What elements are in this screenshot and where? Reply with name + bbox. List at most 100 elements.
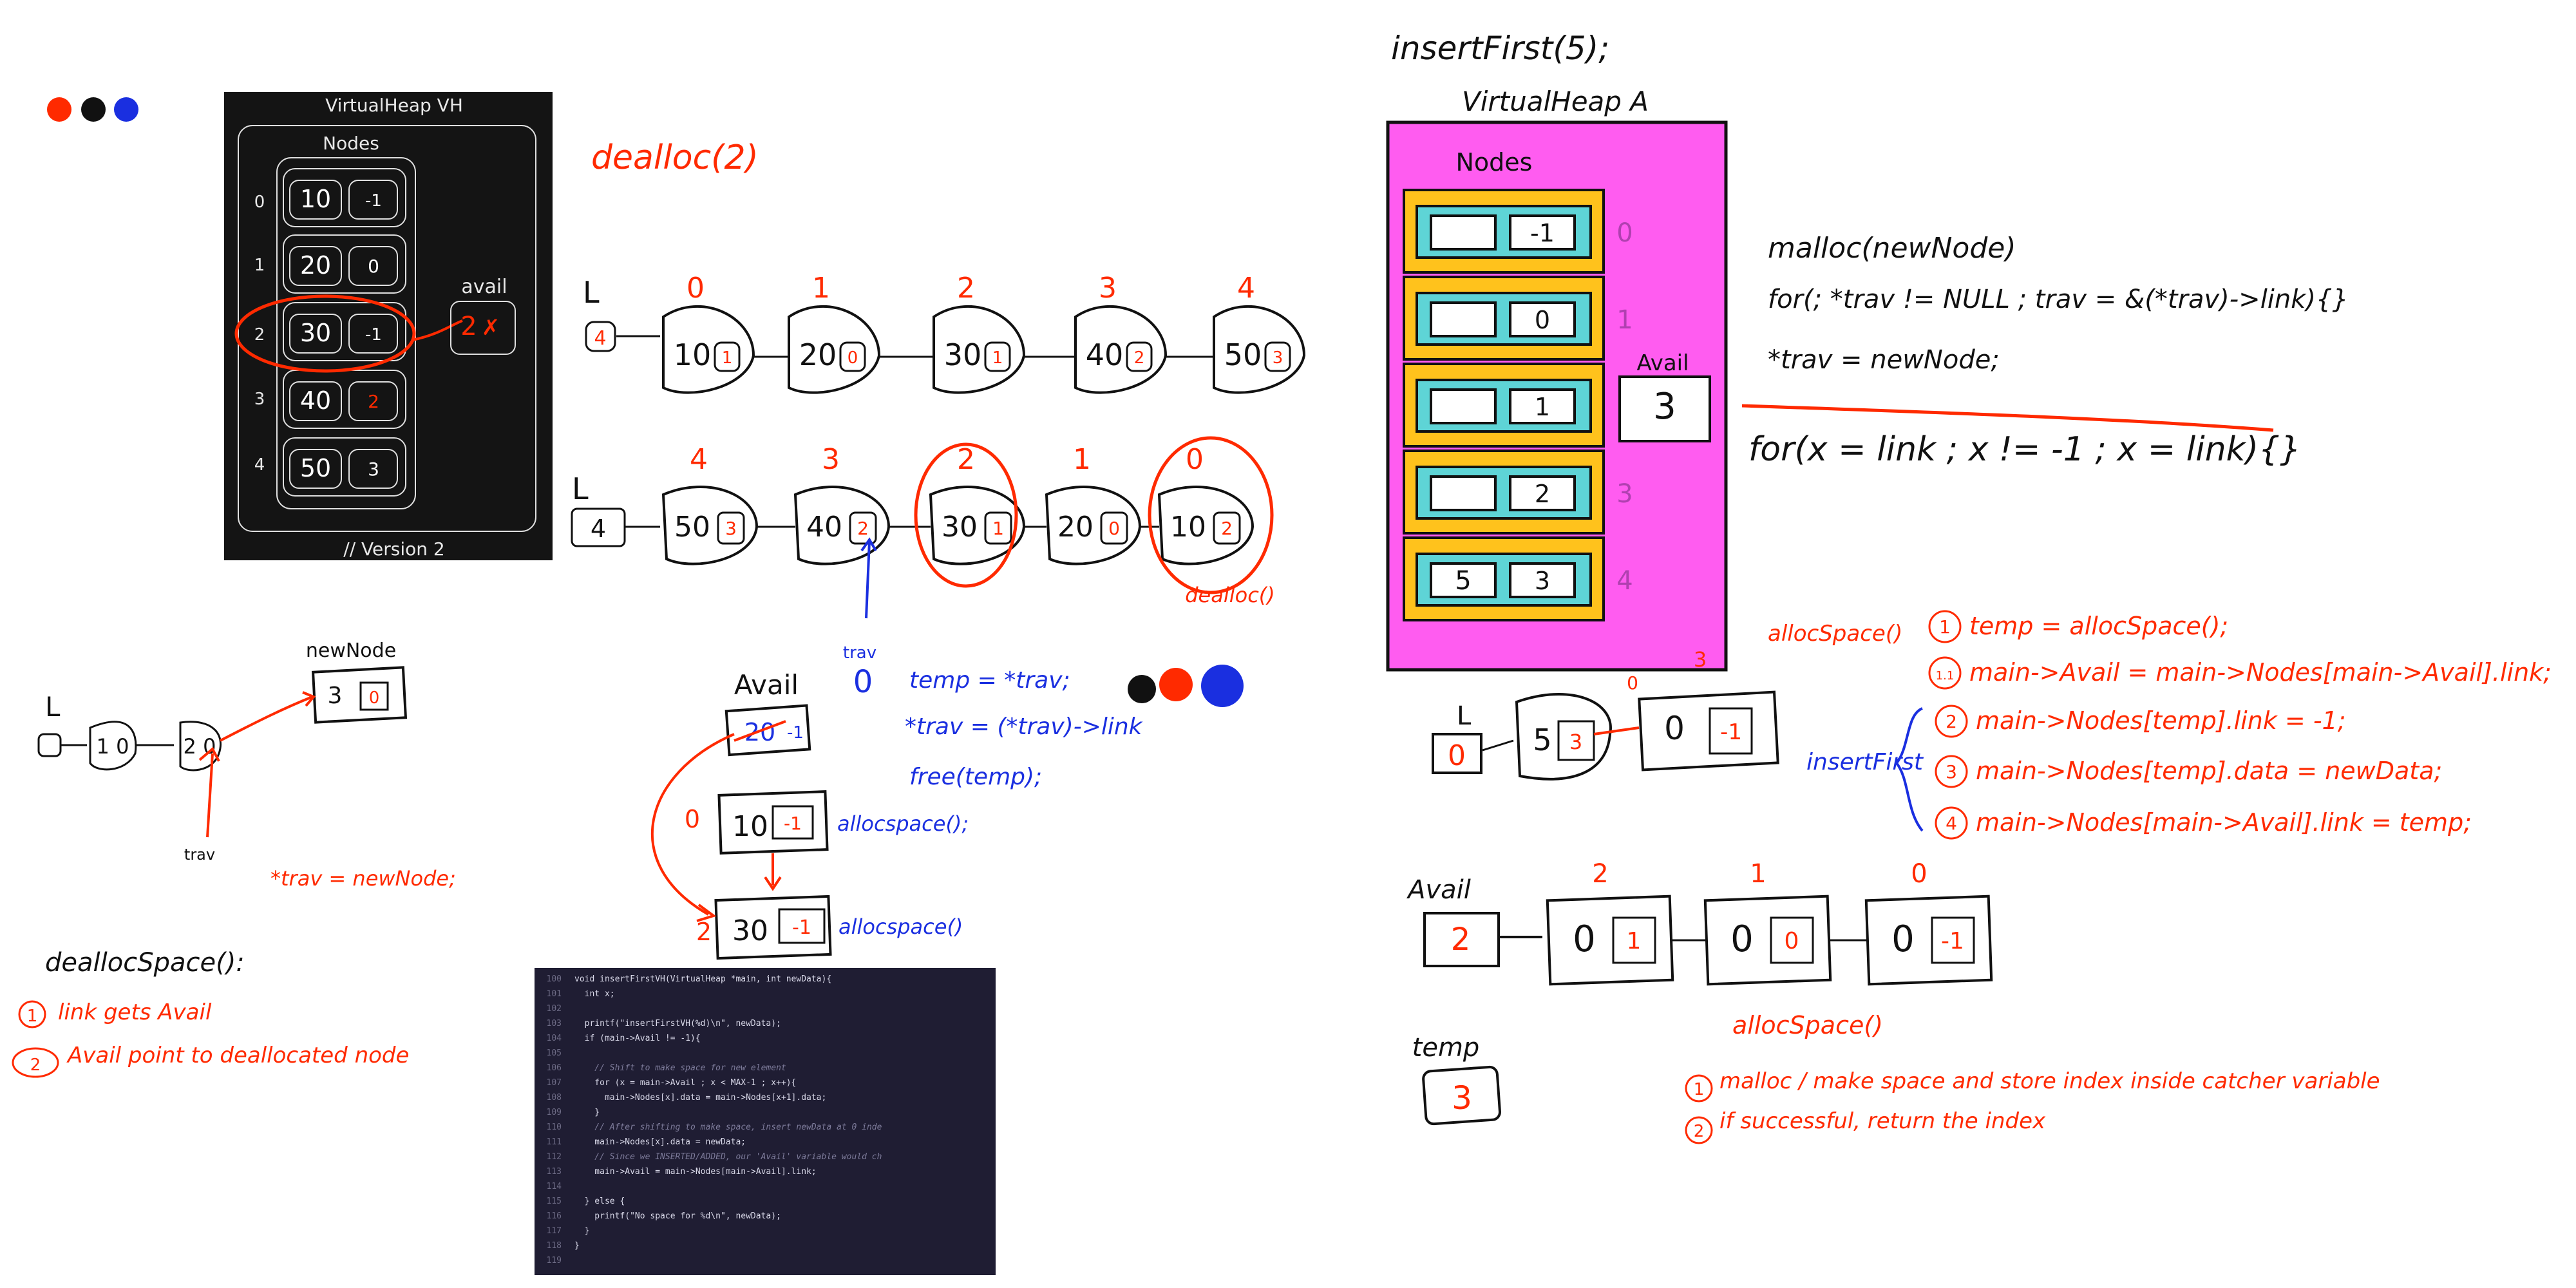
black-color-dot[interactable] xyxy=(81,97,106,122)
code-line-text: } xyxy=(574,1226,590,1236)
allocspace-step-num: 3 xyxy=(1946,761,1957,782)
vh-row: 0 10 -1 xyxy=(254,168,406,227)
code-line-number: 117 xyxy=(546,1226,562,1236)
color-palette[interactable] xyxy=(47,97,138,122)
insert-list-node1-link: 3 xyxy=(1569,730,1582,754)
code-line-number: 118 xyxy=(546,1241,562,1251)
code-line-text: printf("No space for %d\n", newData); xyxy=(574,1211,781,1221)
heap-a-row-index: 3 xyxy=(1616,479,1633,509)
deallocspace-step2: Avail point to deallocated node xyxy=(66,1043,409,1068)
vh-nodes-label: Nodes xyxy=(323,133,379,154)
list-node-data: 10 xyxy=(674,337,712,372)
vh-avail-value: 2 xyxy=(460,312,477,341)
vh-version: // Version 2 xyxy=(343,538,444,560)
vh-row-link: 2 xyxy=(368,391,379,412)
code-line: 101 int x; xyxy=(535,987,996,1001)
avail-node1-data: 10 xyxy=(732,810,768,843)
heap-a-row-index: 0 xyxy=(1616,218,1633,248)
newnode-node1: 1 0 xyxy=(97,734,129,759)
code-line: 102 xyxy=(535,1001,996,1016)
code-line: 118} xyxy=(535,1238,996,1253)
code-note-line2: *trav = (*trav)->link xyxy=(905,714,1144,740)
allocspace-step-num: 4 xyxy=(1946,813,1957,834)
list-node-link: 0 xyxy=(848,348,858,368)
newnode-node2: 2 0 xyxy=(184,734,216,759)
heap-a-row-link: 0 xyxy=(1535,306,1550,334)
code-line-number: 119 xyxy=(546,1256,562,1265)
red-color-dot[interactable] xyxy=(47,97,71,122)
code-line-text: // Since we INSERTED/ADDED, our 'Avail' … xyxy=(574,1152,882,1162)
malloc-line2: for(; *trav != NULL ; trav = &(*trav)->l… xyxy=(1768,285,2349,314)
code-line-number: 109 xyxy=(546,1108,562,1117)
allocspace-step-text: main->Avail = main->Nodes[main->Avail].l… xyxy=(1969,658,2552,687)
code-line: 111 main->Nodes[x].data = newData; xyxy=(535,1135,996,1150)
vh-row-index: 2 xyxy=(254,325,265,345)
newnode-label: newNode xyxy=(306,639,396,662)
code-line-text: main->Avail = main->Nodes[main->Avail].l… xyxy=(574,1167,817,1177)
code-line: 107 for (x = main->Avail ; x < MAX-1 ; x… xyxy=(535,1075,996,1090)
list-node-link: 1 xyxy=(722,348,733,368)
deallocspace-step1: link gets Avail xyxy=(58,999,212,1025)
vh-row: 2 30 -1 xyxy=(254,302,406,361)
insert-list-node2-data: 0 xyxy=(1664,710,1685,747)
list2-node-data: 10 xyxy=(1170,511,1206,544)
heap-a-row-link: -1 xyxy=(1530,219,1555,247)
newnode-data: 3 xyxy=(328,683,343,709)
code-line: 106 // Shift to make space for new eleme… xyxy=(535,1061,996,1075)
code-note-line3: free(temp); xyxy=(909,764,1042,790)
allocspace-step-text: temp = allocSpace(); xyxy=(1969,612,2228,640)
code-editor-panel[interactable]: 100 void insertFirstVH(VirtualHeap *main,… xyxy=(535,968,996,1275)
list-node-data: 30 xyxy=(944,337,982,372)
code-line-text: main->Nodes[x].data = main->Nodes[x+1].d… xyxy=(574,1093,827,1103)
code-line: 114 xyxy=(535,1179,996,1194)
code-line-text: if (main->Avail != -1){ xyxy=(574,1034,701,1043)
vh-row-link: 3 xyxy=(368,459,379,480)
code-line-number: 100 xyxy=(546,974,562,984)
malloc-line1: malloc(newNode) xyxy=(1768,232,2016,265)
list-node-index: 0 xyxy=(687,272,705,305)
temp-value: 3 xyxy=(1452,1079,1472,1117)
list2-node-link: 2 xyxy=(1221,518,1233,539)
list2-node-link: 1 xyxy=(992,518,1004,539)
allocspace-note2: allocspace() xyxy=(838,914,963,939)
code-line-text: } else { xyxy=(574,1197,625,1206)
avail-list-index: 2 xyxy=(1592,859,1608,889)
heap-a-row-data: 5 xyxy=(1455,566,1471,596)
code-line-text: } xyxy=(574,1108,600,1117)
list-node-data: 20 xyxy=(799,337,837,372)
code-line-number: 115 xyxy=(546,1197,562,1206)
list-node-index: 2 xyxy=(957,272,975,305)
avail-box-link: -1 xyxy=(787,723,804,743)
code-line-number: 116 xyxy=(546,1211,562,1221)
heap-a-row: 12 xyxy=(1403,363,1633,448)
list-head-label: L xyxy=(583,275,600,310)
insert-list-label: insertFirst xyxy=(1806,749,1924,775)
code-line-text: void insertFirstVH(VirtualHeap *main, in… xyxy=(574,974,832,984)
list2-node-link: 3 xyxy=(725,518,737,539)
blue-color-dot[interactable] xyxy=(114,97,138,122)
code-line-text: // Shift to make space for new element xyxy=(574,1063,786,1073)
list-node-index: 1 xyxy=(812,272,830,305)
allocspace-title: allocSpace() xyxy=(1768,621,1902,647)
deallocspace-title: deallocSpace(): xyxy=(45,948,245,978)
list-node-data: 40 xyxy=(1086,337,1124,372)
code-line: 103 printf("insertFirstVH(%d)\n", newDat… xyxy=(535,1016,996,1031)
insert-list-node1-data: 5 xyxy=(1533,723,1551,757)
newnode-diagram: newNode 3 0 L 1 0 2 0 trav *trav = newNo… xyxy=(37,639,456,891)
list-node-link: 2 xyxy=(1134,348,1145,368)
code-line-text: // After shifting to make space, insert … xyxy=(574,1122,882,1132)
vh-row-link: -1 xyxy=(365,325,382,345)
avail-list-node-data: 0 xyxy=(1573,918,1596,960)
allocspace2-title: allocSpace() xyxy=(1732,1011,1883,1039)
heap-a-nodes-label: Nodes xyxy=(1456,148,1533,176)
dealloc-note: dealloc() xyxy=(1185,583,1275,607)
allocspace-description: allocSpace() 1 malloc / make space and s… xyxy=(1685,1011,2380,1144)
trav-label: trav xyxy=(843,643,876,663)
